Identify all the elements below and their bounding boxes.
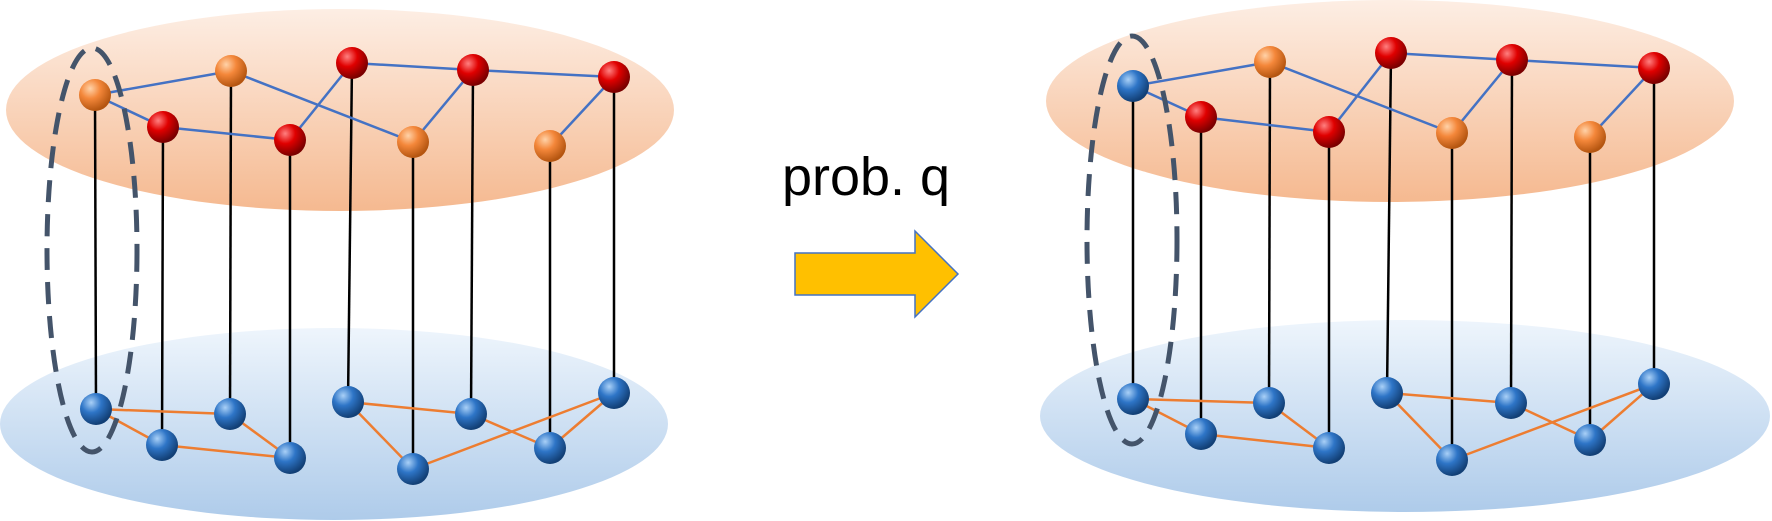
top-layer-nodes xyxy=(1117,37,1670,153)
bottom-node-blue xyxy=(534,432,566,464)
bottom-node-blue xyxy=(1638,368,1670,400)
bottom-layer-edge xyxy=(95,407,231,416)
bottom-layer-edge xyxy=(347,400,472,416)
top-layer-nodes xyxy=(79,47,630,162)
bottom-node-blue xyxy=(274,442,306,474)
top-node-red xyxy=(1496,44,1528,76)
top-node-orange xyxy=(215,55,247,87)
top-node-red xyxy=(1638,52,1670,84)
inter-layer-edge xyxy=(1267,61,1272,404)
inter-layer-edge xyxy=(1509,59,1514,404)
top-node-orange xyxy=(397,126,429,158)
inter-layer-edge xyxy=(469,69,475,415)
bottom-layer-ellipse xyxy=(0,328,668,520)
top-layer-edge xyxy=(230,69,414,144)
bottom-node-blue xyxy=(80,393,112,425)
bottom-node-blue xyxy=(1495,387,1527,419)
bottom-node-blue xyxy=(397,453,429,485)
bottom-node-blue xyxy=(1371,377,1403,409)
top-node-orange xyxy=(1436,117,1468,149)
inter-layer-edge xyxy=(160,126,165,446)
bottom-node-blue xyxy=(1436,444,1468,476)
top-layer-ellipse xyxy=(6,9,674,211)
top-node-orange xyxy=(79,79,111,111)
bottom-node-blue xyxy=(1253,387,1285,419)
dashed-selection-ellipse xyxy=(44,45,140,455)
bottom-layer-edge xyxy=(161,443,291,460)
bottom-layer-edge xyxy=(1132,397,1270,405)
top-node-orange xyxy=(1574,121,1606,153)
bottom-layer-nodes xyxy=(1117,368,1670,476)
probability-label: prob. q xyxy=(782,147,950,207)
top-node-red xyxy=(1375,37,1407,69)
top-layer-edge xyxy=(1328,52,1392,133)
top-layer-edge xyxy=(289,62,353,141)
bottom-node-blue xyxy=(1574,424,1606,456)
right-network-panel xyxy=(1040,0,1770,512)
top-layer-edge xyxy=(1390,51,1513,62)
left-network-panel xyxy=(0,9,674,520)
top-node-red xyxy=(457,54,489,86)
top-node-red xyxy=(336,47,368,79)
bottom-layer-nodes xyxy=(80,377,630,485)
top-node-red xyxy=(1313,116,1345,148)
top-node-red xyxy=(274,124,306,156)
top-layer-edge xyxy=(472,68,615,79)
bottom-node-blue xyxy=(455,398,487,430)
inter-layer-edge xyxy=(346,62,354,403)
inter-layer-edge xyxy=(93,94,98,410)
transition-arrow xyxy=(794,229,960,319)
top-layer-edge xyxy=(1269,60,1453,135)
inter-layer-edges xyxy=(93,62,616,469)
bottom-layer-ellipse xyxy=(1040,320,1770,512)
dashed-selection-ellipse xyxy=(1084,33,1180,447)
top-node-red xyxy=(1185,101,1217,133)
top-layer-edge xyxy=(351,61,474,72)
bottom-node-blue xyxy=(1313,432,1345,464)
inter-layer-edge xyxy=(228,70,233,415)
bottom-node-blue xyxy=(214,398,246,430)
bottom-node-blue xyxy=(1117,383,1149,415)
bottom-layer-edge xyxy=(1386,391,1512,405)
bottom-node-blue xyxy=(598,377,630,409)
bottom-layer-edge xyxy=(1200,432,1330,450)
top-layer-edge xyxy=(162,125,291,142)
top-node-red xyxy=(598,61,630,93)
top-node-blue xyxy=(1117,70,1149,102)
bottom-node-blue xyxy=(332,386,364,418)
top-node-orange xyxy=(534,130,566,162)
bottom-node-blue xyxy=(146,429,178,461)
top-layer-edge xyxy=(1200,115,1330,134)
top-layer-edge xyxy=(1132,60,1271,88)
top-node-red xyxy=(147,111,179,143)
bottom-node-blue xyxy=(1185,418,1217,450)
top-node-orange xyxy=(1254,46,1286,78)
top-layer-edge xyxy=(1511,58,1655,70)
